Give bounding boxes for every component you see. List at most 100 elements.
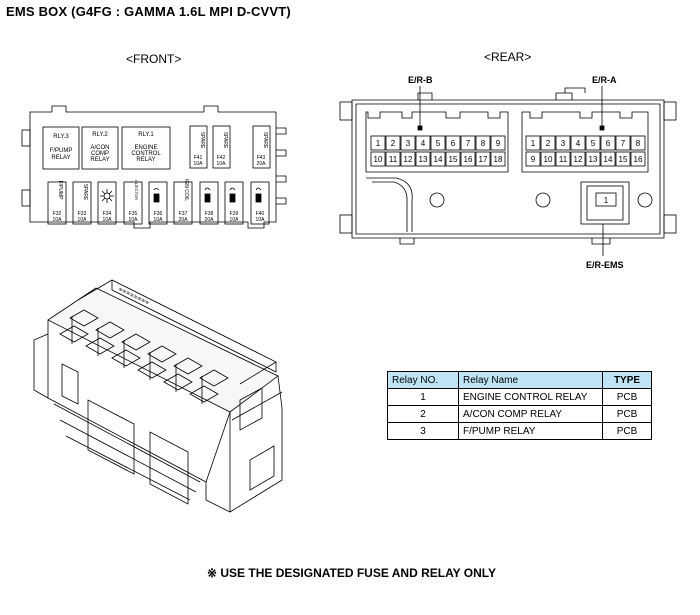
er-a-pin: 14: [604, 155, 613, 164]
fuse-f43-outline: [252, 125, 271, 169]
iso-right-window: [249, 445, 275, 491]
front-housing: [29, 105, 277, 229]
iso-left-window: [61, 363, 79, 405]
rear-top-latches: [417, 87, 586, 100]
fuse-f32-amp: 10A: [53, 217, 63, 223]
er-a-pin: 4: [576, 139, 581, 148]
fuse-f40-bulb-icon: [255, 193, 262, 203]
relay-3-name-l1: F/PUMP: [50, 148, 73, 154]
er-b-pin: 16: [464, 155, 473, 164]
er-a-pin: 3: [561, 139, 566, 148]
relay-no-cell: 1: [387, 388, 459, 406]
er-a-pin: 1: [531, 139, 536, 148]
fuse-f37-amp: 20A: [179, 217, 189, 223]
er-b-label: E/R-B: [408, 75, 433, 85]
iso-top-face: [47, 287, 279, 413]
iso-right-latch: [239, 387, 263, 431]
relay-table-header-name: Relay Name: [458, 371, 603, 389]
iso-ridge: [77, 279, 277, 385]
er-b-pin: 2: [391, 139, 396, 148]
isometric-view: [33, 279, 283, 513]
rear-housing: [351, 99, 665, 239]
fuse-f33-amp: 10A: [78, 217, 88, 223]
er-b-pin: 6: [451, 139, 456, 148]
fuse-f41-name: SPARE: [199, 132, 205, 149]
footer-note: ※ USE THE DESIGNATED FUSE AND RELAY ONLY: [207, 566, 496, 580]
rear-left-tab-top: [339, 101, 353, 121]
er-a-pin: 10: [544, 155, 553, 164]
fuse-f35-outline: [123, 181, 143, 225]
er-a-pin: 5: [591, 139, 596, 148]
er-a-pin: 11: [559, 155, 568, 164]
er-b-marker: [417, 125, 423, 131]
er-a-marker: [599, 125, 605, 131]
er-b-pin: 15: [449, 155, 458, 164]
er-b-pin: 4: [421, 139, 426, 148]
er-a-pin: 13: [589, 155, 598, 164]
fuse-f38-id: F38: [205, 211, 214, 217]
fuse-f40-amp: 10A: [256, 217, 266, 223]
fuse-f37-id: F37: [179, 211, 188, 217]
relay-2-outline: [81, 126, 119, 170]
fuse-f36-bulb-icon: [153, 193, 160, 203]
er-b-pin: 7: [466, 139, 471, 148]
relay-table-header-row: Relay NO. Relay Name TYPE: [387, 371, 652, 389]
er-b-pin: 13: [419, 155, 428, 164]
relay-table: Relay NO. Relay Name TYPE 1 ENGINE CONTR…: [387, 371, 652, 440]
fuse-f41-amp: 10A: [194, 161, 204, 167]
fuse-f37-outline: [173, 181, 193, 225]
front-left-latch-top: [21, 129, 31, 147]
er-a-pin: 2: [546, 139, 551, 148]
fuse-f38-outline: [199, 181, 219, 225]
iso-front-window-1: [87, 399, 135, 475]
rear-hole-3: [637, 192, 653, 208]
fuse-f38-amp: 20A: [205, 217, 215, 223]
er-a-pin: 12: [574, 155, 583, 164]
fuse-f40-outline: [250, 181, 270, 225]
connector-er-a-pins: 1 2 3 4 5 6 7 8 9 10 11 12 13 14 15 16: [525, 135, 646, 167]
iso-ridge-side: [111, 280, 277, 373]
connector-er-a-outline: [521, 111, 649, 173]
fuse-f36-outline: [148, 181, 168, 225]
fuse-f41-id: F41: [194, 155, 203, 161]
er-a-pin: 9: [531, 155, 536, 164]
relay-1-id: RLY.1: [138, 132, 154, 138]
fuse-f33-outline: [72, 181, 92, 225]
er-b-pin: 3: [406, 139, 411, 148]
fuse-f43-id: F43: [257, 155, 266, 161]
fuse-f36-id: F36: [154, 211, 163, 217]
er-ems-label: E/R-EMS: [586, 260, 624, 270]
relay-table-header-no: Relay NO.: [387, 371, 459, 389]
er-b-pin: 5: [436, 139, 441, 148]
fuse-f35-name: INJECTOR: [134, 180, 139, 200]
relay-type-cell: PCB: [602, 405, 652, 423]
fuse-f32-name: F/PUMP: [57, 181, 63, 201]
er-b-pin: 1: [376, 139, 381, 148]
relay-type-cell: PCB: [602, 388, 652, 406]
fuse-f42-id: F42: [217, 155, 226, 161]
connector-er-ems-inner: [586, 185, 624, 221]
iso-front-window-2: [149, 431, 189, 505]
fuse-f40-arc-icon: [255, 187, 262, 191]
er-b-pin: 12: [404, 155, 413, 164]
fuse-f38-bulb-icon: [204, 193, 211, 203]
fuse-f38-arc-icon: [204, 187, 211, 191]
relay-no-cell: 3: [387, 422, 459, 440]
iso-right-face: [205, 375, 283, 513]
relay-name-cell: A/CON COMP RELAY: [458, 405, 603, 423]
rear-view: [339, 87, 677, 245]
page-title: EMS BOX (G4FG : GAMMA 1.6L MPI D-CVVT): [6, 4, 291, 19]
fuse-f34-outline: [97, 181, 117, 225]
fuse-f34-sun-core-icon: [103, 192, 111, 200]
iso-fuse-slots-row1: [69, 309, 229, 387]
fuse-f33-name: SPARE: [82, 184, 88, 201]
front-left-latch-bottom: [21, 189, 31, 207]
relay-no-cell: 2: [387, 405, 459, 423]
fuse-f39-amp: 10A: [230, 217, 240, 223]
fuse-f42-name: SPARE: [222, 132, 228, 149]
table-row: 1 ENGINE CONTROL RELAY PCB: [387, 388, 652, 406]
relay-type-cell: PCB: [602, 422, 652, 440]
relay-3-id: RLY.3: [53, 134, 69, 140]
relay-1-name-l1: ENGINE: [134, 145, 157, 151]
